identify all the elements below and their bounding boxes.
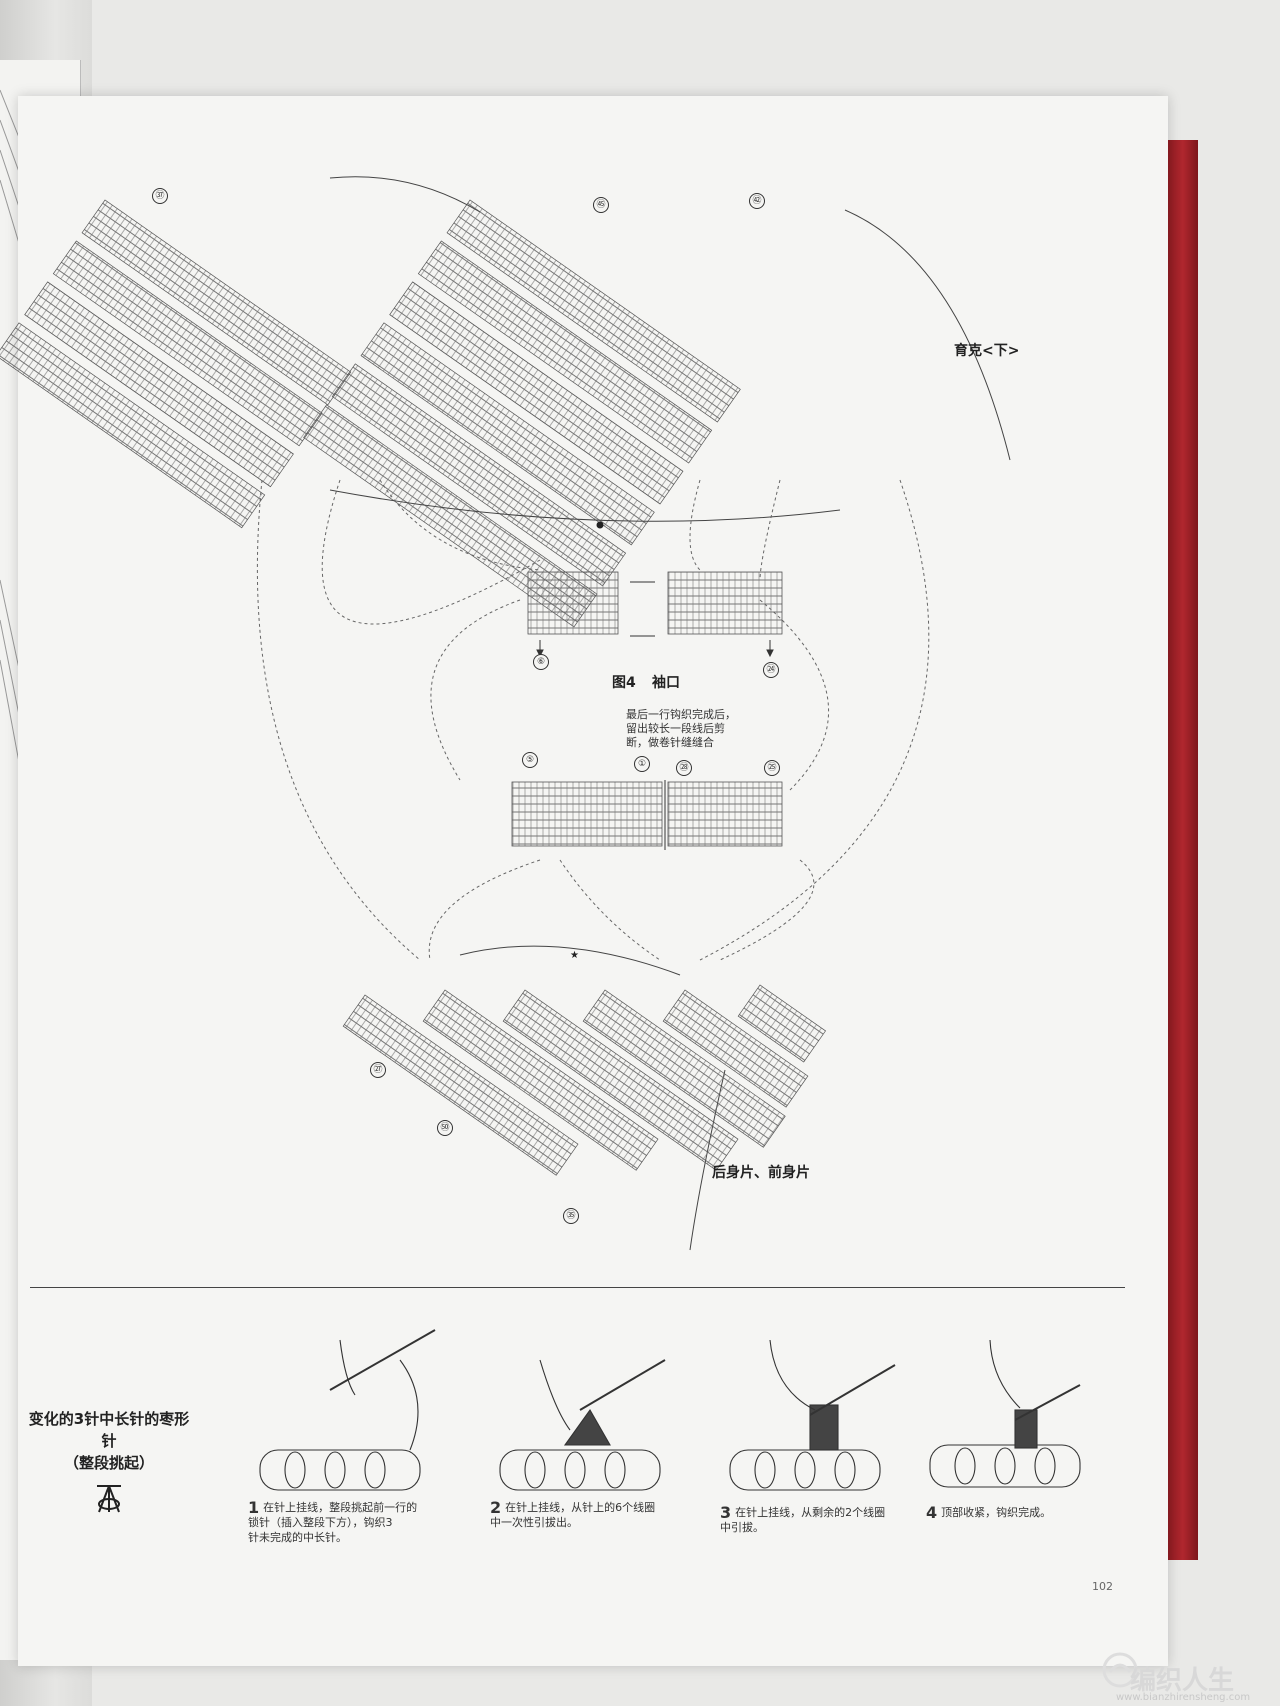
figure-title: 袖口: [652, 675, 680, 691]
step-4-text: 顶部收紧，钩织完成。: [941, 1506, 1052, 1519]
bobble-stitch-symbol-icon: [97, 1485, 121, 1513]
row-marker: ㊿: [437, 1120, 453, 1136]
step-3-text: 在针上挂线，从剩余的2个线圈 中引拔。: [720, 1506, 886, 1534]
step-2-text: 在针上挂线，从针上的6个线圈 中一次性引拔出。: [490, 1501, 656, 1529]
finishing-note: 最后一行钩织完成后， 留出较长一段线后剪 断，做卷针缝缝合: [626, 708, 736, 749]
row-marker: ㊲: [152, 188, 168, 204]
row-marker: ㉗: [370, 1062, 386, 1078]
center-dot-marker: [596, 521, 604, 529]
row-marker: ㉟: [563, 1208, 579, 1224]
figure-number: 图4: [612, 675, 636, 691]
row-marker: ㉕: [764, 760, 780, 776]
book-spine: [1168, 140, 1198, 1560]
step-1-text: 在针上挂线，整段挑起前一行的 锁针（插入整段下方），钩织3 针未完成的中长针。: [248, 1501, 418, 1544]
body-label: 后身片、前身片: [712, 1165, 810, 1181]
yoke-left-panels: [0, 199, 352, 529]
row-marker: ⑤: [522, 752, 538, 768]
page-number: 102: [1092, 1580, 1113, 1593]
step-2-number: 2: [490, 1498, 502, 1517]
row-marker: ㉘: [676, 760, 692, 776]
row-marker: ㊷: [749, 193, 765, 209]
cuff-blocks: [511, 571, 783, 847]
section-divider: [30, 1287, 1125, 1288]
body-panels: [342, 984, 827, 1176]
row-marker: ⑥: [533, 654, 549, 670]
row-marker: ㉔: [763, 662, 779, 678]
technique-illustrations: [259, 1329, 1081, 1491]
watermark-url: www.bianzhirensheng.com: [1116, 1692, 1251, 1703]
watermark-logo-icon: [1102, 1652, 1138, 1688]
technique-title-line1: 变化的3针中长针的枣形针: [28, 1410, 190, 1450]
technique-title-line2: （整段挑起）: [63, 1454, 154, 1472]
svg-text:★: ★: [570, 950, 579, 961]
watermark-name: 编织人生: [1130, 1666, 1235, 1696]
row-marker: ①: [634, 756, 650, 772]
yoke-label: 育克<下>: [954, 343, 1020, 359]
yoke-right-panels: [303, 199, 741, 628]
step-1-number: 1: [248, 1498, 260, 1517]
row-marker: ㊺: [593, 197, 609, 213]
step-4-number: 4: [926, 1503, 938, 1522]
step-3-number: 3: [720, 1503, 732, 1522]
technique-title: 变化的3针中长针的枣形针 （整段挑起）: [24, 1408, 194, 1522]
